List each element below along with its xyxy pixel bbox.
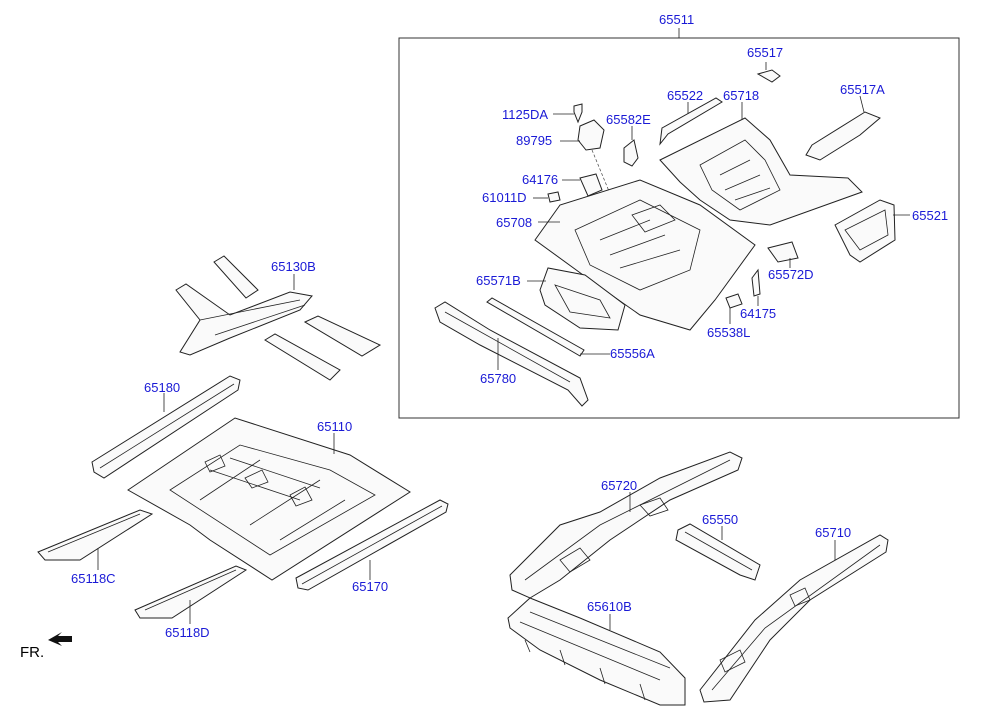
part-1125DA [573,103,583,124]
label-65571B: 65571B [476,273,521,288]
part-65538L [725,293,743,309]
label-65708: 65708 [496,215,533,230]
label-65118D: 65118D [165,625,210,640]
part-65118D [134,565,248,619]
label-65511: 65511 [659,12,695,27]
part-65517A [805,111,881,161]
label-65110: 65110 [317,419,353,434]
part-61011D [547,191,561,203]
part-65572D [767,241,799,263]
label-65710: 65710 [815,525,852,540]
front-direction-label: FR. [20,644,45,661]
part-64175 [751,268,761,297]
part-65130B [175,283,313,356]
part-65571B [539,267,626,331]
label-65517A: 65517A [840,82,885,97]
label-65610B: 65610B [587,599,632,614]
label-65556A: 65556A [610,346,655,361]
label-61011D: 61011D [482,190,527,205]
part-65582E [623,139,639,167]
label-65517: 65517 [747,45,784,60]
label-65522: 65522 [667,88,704,103]
label-65720: 65720 [601,478,638,493]
label-65718: 65718 [723,88,760,103]
part-65110 [127,417,411,581]
label-64175: 64175 [740,306,777,321]
label-64176: 64176 [522,172,559,187]
part-65118C [37,509,154,561]
part-65718 [659,117,863,226]
front-direction-arrow-icon [48,632,72,646]
label-65582E: 65582E [606,112,651,127]
part-65521 [834,199,896,263]
part-65517 [756,69,781,83]
part-89795 [577,119,605,151]
label-65550: 65550 [702,512,739,527]
part-65710 [699,534,889,703]
part-65610B [507,597,686,706]
label-65170: 65170 [352,579,389,594]
part-64176 [579,173,603,197]
label-1125DA: 1125DA [502,107,549,122]
part-65556A [486,297,585,357]
label-65538L: 65538L [707,325,751,340]
label-89795: 89795 [516,133,553,148]
label-65780: 65780 [480,371,517,386]
label-65180: 65180 [144,380,181,395]
label-65572D: 65572D [768,267,814,282]
part-65550 [675,523,761,581]
label-65118C: 65118C [71,571,116,586]
label-65130B: 65130B [271,259,316,274]
part-65522 [659,97,723,146]
label-65521: 65521 [912,208,949,223]
